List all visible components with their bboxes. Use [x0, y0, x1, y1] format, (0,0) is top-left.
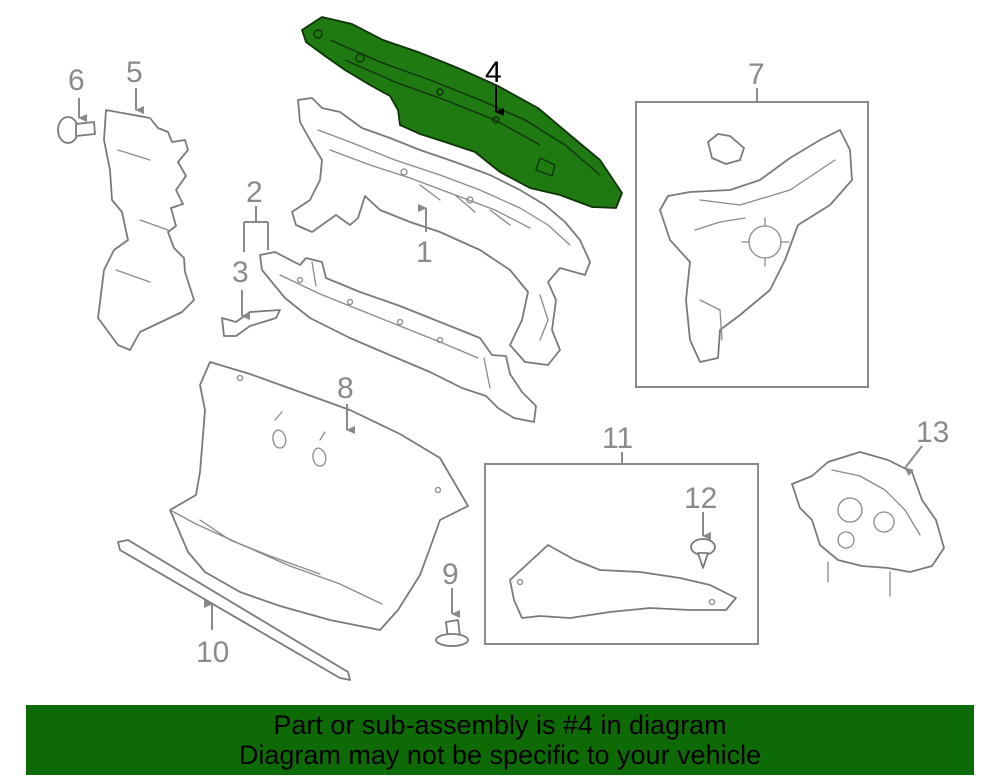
callout-3: 3: [232, 256, 249, 289]
part-12-screw[interactable]: [690, 538, 716, 569]
part-7-splash-shield[interactable]: [659, 129, 853, 363]
callout-12: 12: [684, 482, 717, 515]
part-4-radiator-support-cover[interactable]: [301, 16, 623, 209]
callout-9: 9: [442, 558, 459, 591]
part-9-pin[interactable]: [435, 619, 469, 647]
part-5-air-deflector[interactable]: [97, 109, 195, 351]
callout-5: 5: [126, 56, 143, 89]
notice-line-2: Diagram may not be specific to your vehi…: [238, 740, 762, 770]
part-10-weatherstrip[interactable]: [117, 539, 351, 681]
callout-8: 8: [337, 372, 354, 405]
part-2-lower-tie-bar[interactable]: [259, 251, 537, 423]
part-7-clip[interactable]: [707, 133, 745, 165]
leader-13: [904, 445, 923, 477]
callout-2: 2: [246, 176, 263, 209]
part-13-module[interactable]: [791, 451, 945, 597]
part-6-push-pin[interactable]: [57, 116, 96, 144]
notice-banner: Part or sub-assembly is #4 in diagram Di…: [26, 705, 974, 775]
callout-11: 11: [602, 422, 633, 455]
part-3-bracket[interactable]: [221, 309, 281, 337]
callout-10: 10: [196, 636, 229, 669]
leader-lines: [78, 86, 923, 630]
leader-2: [243, 206, 269, 252]
callout-1: 1: [416, 236, 433, 269]
callout-13: 13: [916, 416, 949, 449]
part-1-radiator-support[interactable]: [291, 97, 591, 366]
notice-line-1: Part or sub-assembly is #4 in diagram: [273, 710, 727, 740]
callout-7: 7: [748, 58, 765, 91]
callout-4: 4: [485, 56, 502, 89]
part-8-lower-shield[interactable]: [169, 361, 469, 631]
callout-6: 6: [68, 64, 85, 97]
part-11-shield[interactable]: [509, 544, 737, 619]
